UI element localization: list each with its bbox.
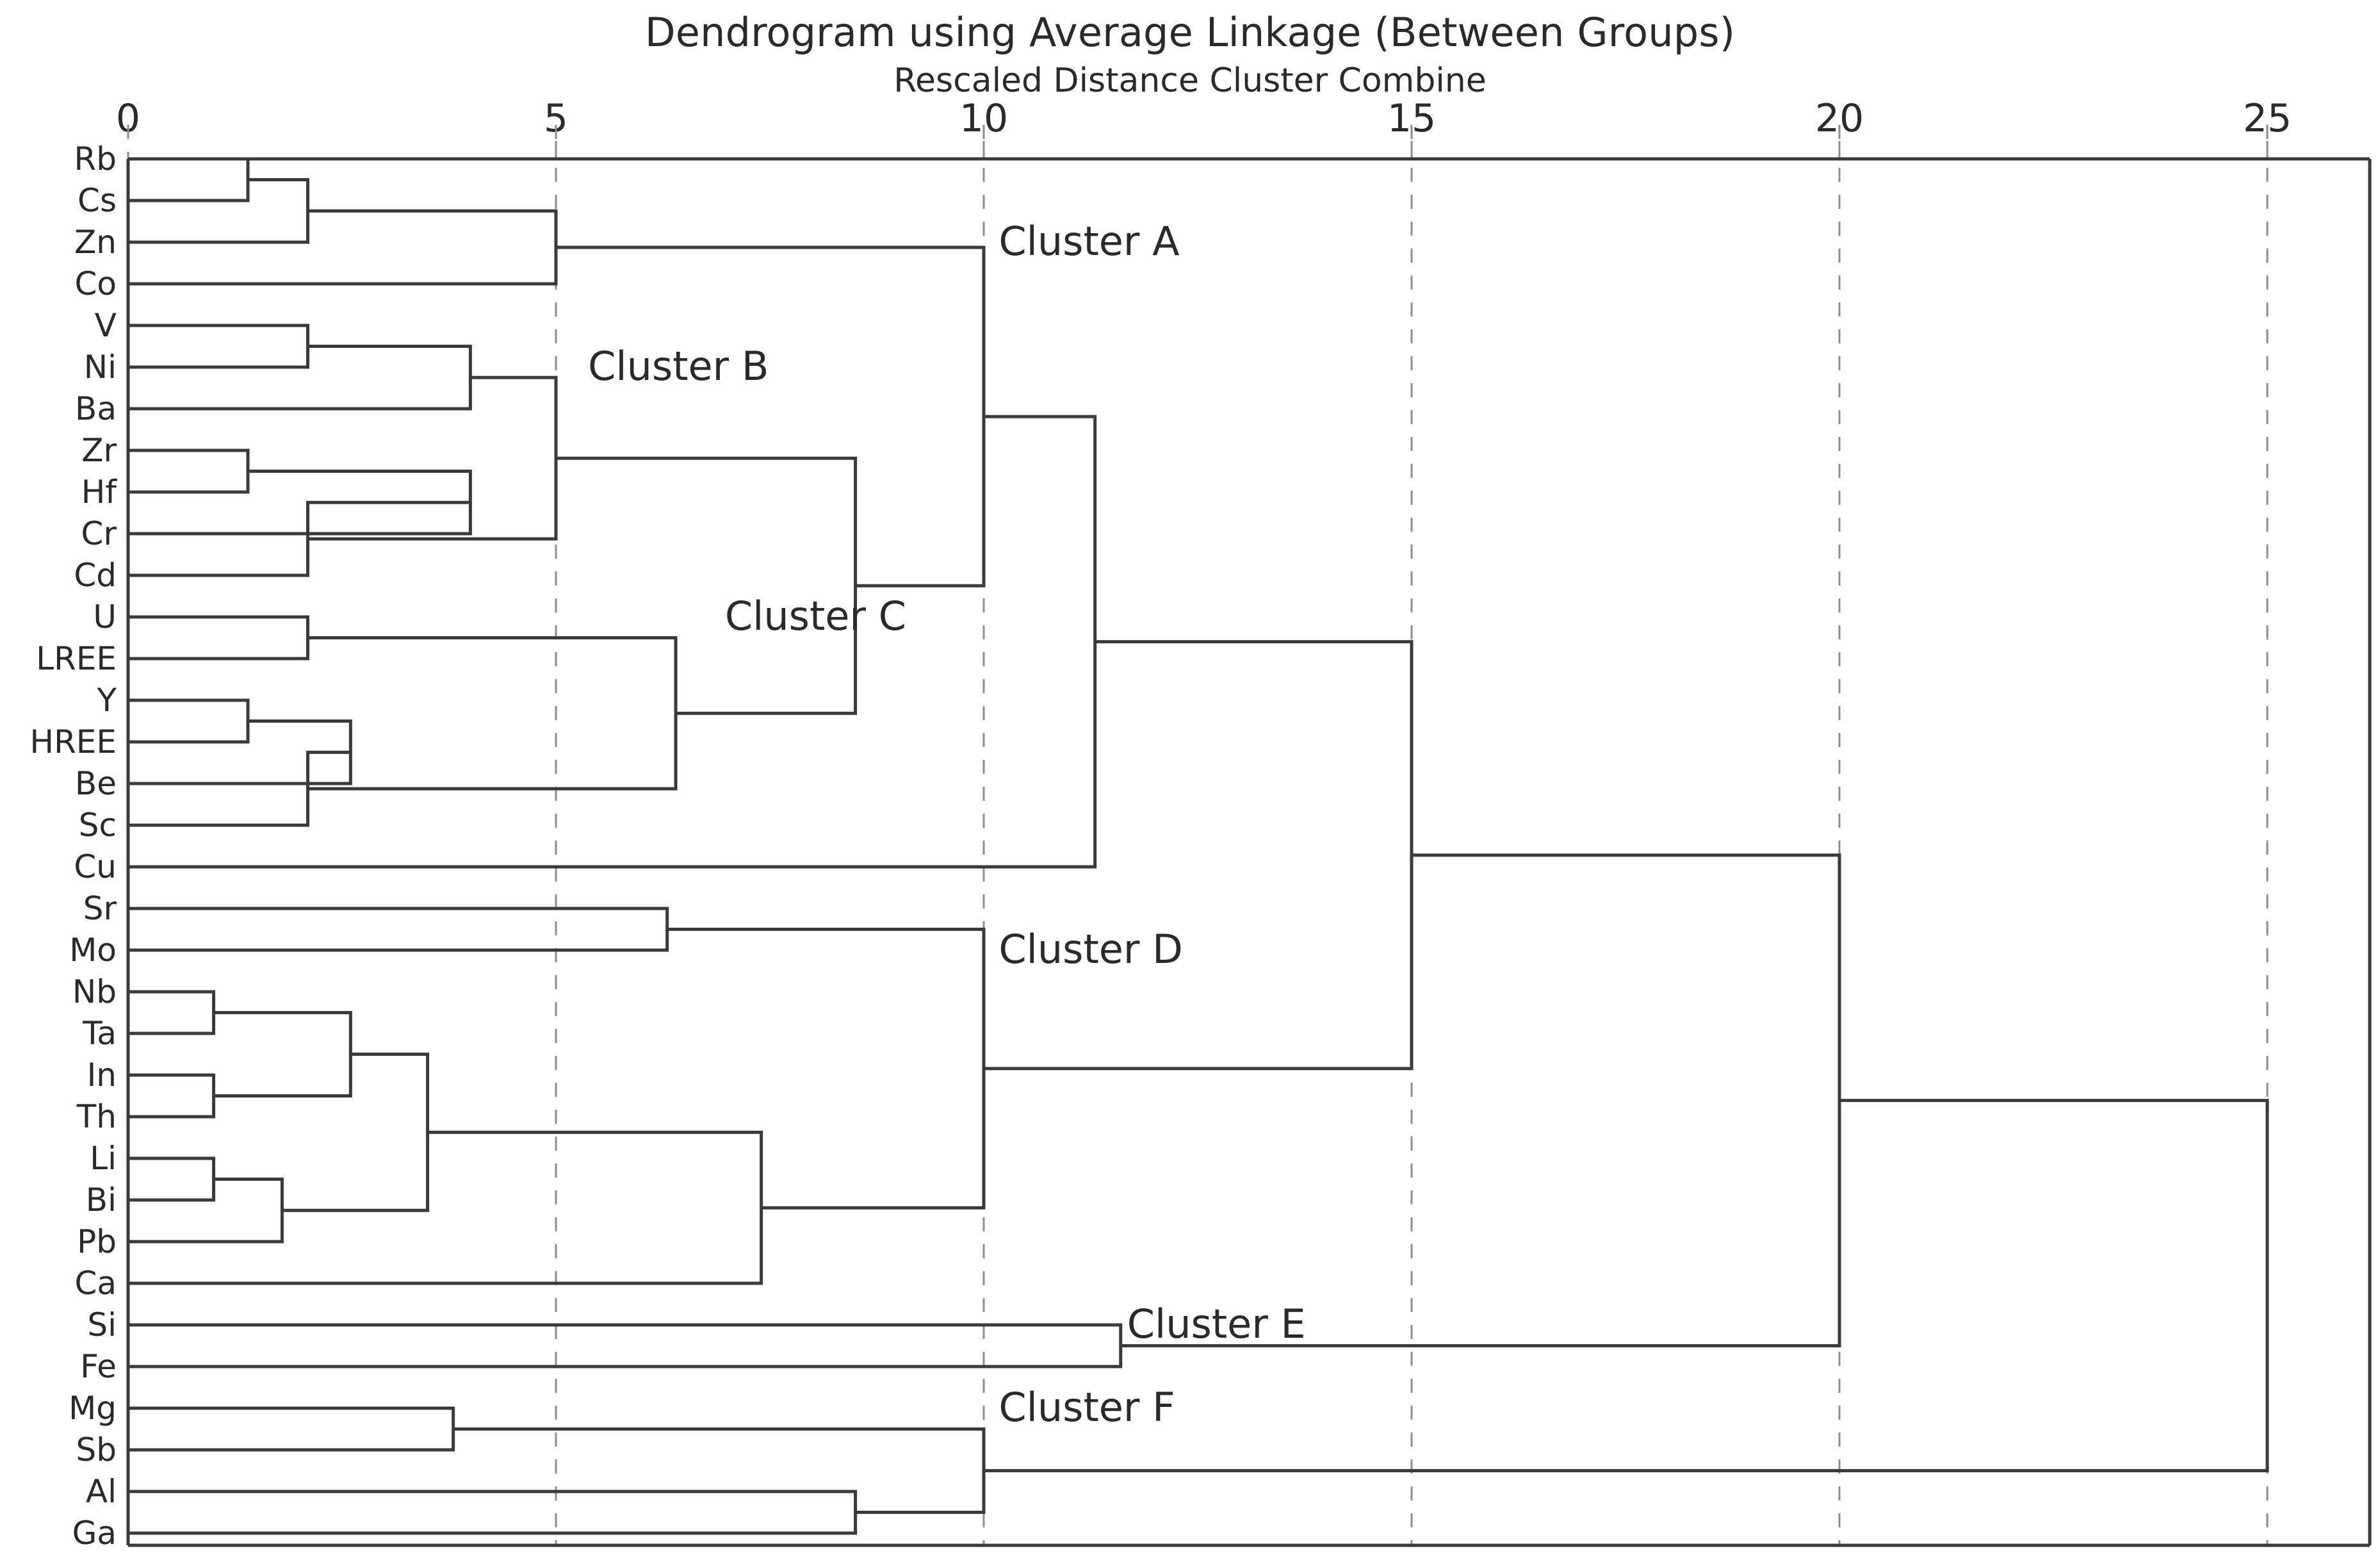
cluster-annotation-cluster-f: Cluster F	[998, 1384, 1175, 1431]
dendrogram-link-m15	[556, 456, 858, 715]
leaf-label-Th: Th	[76, 1098, 117, 1135]
leaf-label-Y: Y	[96, 682, 117, 719]
dendrogram-link-m16	[556, 245, 986, 588]
page-title: Dendrogram using Average Linkage (Betwee…	[644, 9, 1736, 56]
dendrogram-link-m17	[128, 415, 1097, 869]
leaf-label-Co: Co	[74, 265, 117, 302]
cluster-annotation-cluster-a: Cluster A	[998, 218, 1179, 265]
dendrogram-link-m30	[128, 1406, 455, 1452]
dendrogram-link-m32	[453, 1427, 986, 1514]
leaf-label-Ni: Ni	[84, 349, 117, 386]
leaf-label-Zr: Zr	[81, 432, 117, 469]
leaf-label-Bi: Bi	[86, 1181, 117, 1219]
leaf-label-Sc: Sc	[79, 807, 117, 844]
leaf-label-Ga: Ga	[72, 1515, 117, 1552]
dendrogram-link-m11	[128, 698, 250, 744]
dendrogram-link-m27	[984, 640, 1414, 1071]
leaf-label-U: U	[93, 598, 117, 636]
leaf-label-Rb: Rb	[74, 140, 117, 177]
dendrogram-link-m2	[128, 178, 310, 244]
leaf-label-Sb: Sb	[76, 1431, 117, 1468]
dendrogram-link-m29	[1120, 853, 1841, 1347]
dendrogram-link-m25	[128, 1130, 763, 1285]
leaf-label-Hf: Hf	[81, 473, 118, 511]
dendrogram-link-m1	[128, 157, 250, 202]
dendrogram-link-m31	[128, 1490, 858, 1535]
leaf-label-Fe: Fe	[80, 1348, 117, 1385]
dendrogram-link-m4	[128, 324, 310, 369]
leaf-label-Cr: Cr	[81, 515, 117, 552]
leaf-label-Ta: Ta	[82, 1015, 117, 1052]
dendrogram-link-m9	[307, 375, 558, 541]
leaf-label-Mo: Mo	[69, 932, 117, 969]
cluster-annotation-cluster-c: Cluster C	[725, 593, 906, 639]
dendrogram-link-m22	[128, 1156, 216, 1202]
leaf-label-Cu: Cu	[74, 848, 117, 885]
leaf-label-Cd: Cd	[74, 557, 117, 594]
dendrogram-link-m19	[128, 990, 216, 1035]
dendrogram-link-m28	[128, 1323, 1123, 1368]
leaf-label-Al: Al	[86, 1473, 117, 1510]
dendrogram-link-m23	[128, 1178, 284, 1244]
leaf-label-Nb: Nb	[72, 973, 117, 1010]
dendrogram-link-m6	[128, 448, 250, 494]
leaf-label-Li: Li	[90, 1140, 117, 1177]
leaf-label-Ca: Ca	[74, 1265, 117, 1302]
dendrogram-link-m21	[213, 1011, 352, 1097]
leaf-label-Be: Be	[75, 765, 117, 802]
cluster-annotation-cluster-b: Cluster B	[588, 343, 769, 390]
leaf-label-Zn: Zn	[74, 224, 117, 261]
leaf-label-V: V	[95, 307, 117, 344]
leaf-label-Sr: Sr	[83, 890, 117, 927]
leaf-label-Si: Si	[87, 1306, 117, 1343]
cluster-annotation-cluster-e: Cluster E	[1127, 1301, 1306, 1347]
leaf-label-Cs: Cs	[77, 182, 117, 219]
dendrogram-link-m14	[307, 636, 678, 791]
leaf-label-Pb: Pb	[77, 1223, 117, 1260]
dendrogram-link-m5	[128, 345, 472, 411]
leaf-label-In: In	[87, 1056, 117, 1094]
leaf-label-LREE: LREE	[36, 640, 117, 677]
dendrogram-link-m24	[282, 1053, 430, 1212]
cluster-annotation-cluster-d: Cluster D	[998, 926, 1183, 973]
leaf-label-Mg: Mg	[69, 1390, 117, 1427]
dendrogram-link-m26	[667, 928, 986, 1210]
dendrogram-link-m33	[984, 1099, 2269, 1472]
leaf-label-Ba: Ba	[75, 390, 117, 427]
dendrogram-link-m3	[128, 209, 558, 286]
dendrogram-link-m10	[128, 615, 310, 661]
leaf-label-HREE: HREE	[29, 723, 117, 760]
dendrogram-link-m20	[128, 1073, 216, 1119]
axis-title: Rescaled Distance Cluster Combine	[893, 62, 1487, 100]
dendrogram-link-m18	[128, 907, 669, 952]
